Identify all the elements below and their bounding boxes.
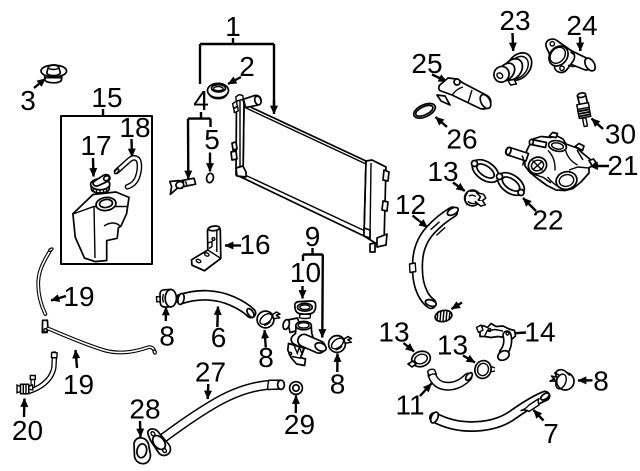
svg-text:8: 8 (159, 321, 175, 352)
svg-text:16: 16 (239, 229, 270, 260)
svg-text:12: 12 (395, 189, 426, 220)
svg-text:19: 19 (63, 369, 94, 400)
svg-text:3: 3 (20, 85, 36, 116)
svg-text:26: 26 (446, 124, 477, 155)
svg-text:5: 5 (204, 124, 220, 155)
svg-text:8: 8 (593, 366, 609, 397)
svg-text:8: 8 (258, 342, 274, 373)
svg-text:29: 29 (284, 409, 315, 440)
svg-text:2: 2 (239, 51, 255, 82)
svg-text:15: 15 (91, 82, 122, 113)
svg-text:22: 22 (532, 205, 563, 236)
svg-text:19: 19 (63, 281, 94, 312)
svg-text:13: 13 (427, 156, 458, 187)
svg-text:10: 10 (290, 257, 321, 288)
svg-text:25: 25 (411, 48, 442, 79)
svg-text:6: 6 (211, 322, 227, 353)
svg-text:8: 8 (330, 369, 346, 400)
svg-text:1: 1 (225, 11, 241, 42)
svg-text:23: 23 (499, 5, 530, 36)
svg-text:30: 30 (605, 119, 636, 150)
svg-text:18: 18 (119, 112, 150, 143)
svg-text:20: 20 (12, 415, 43, 446)
svg-text:28: 28 (129, 394, 160, 425)
svg-text:21: 21 (607, 150, 638, 181)
svg-text:14: 14 (524, 317, 555, 348)
svg-text:17: 17 (80, 130, 111, 161)
svg-text:4: 4 (193, 85, 209, 116)
svg-text:7: 7 (543, 418, 559, 449)
svg-text:27: 27 (195, 357, 226, 388)
svg-text:24: 24 (566, 10, 597, 41)
svg-text:13: 13 (437, 330, 468, 361)
svg-text:9: 9 (305, 221, 321, 252)
